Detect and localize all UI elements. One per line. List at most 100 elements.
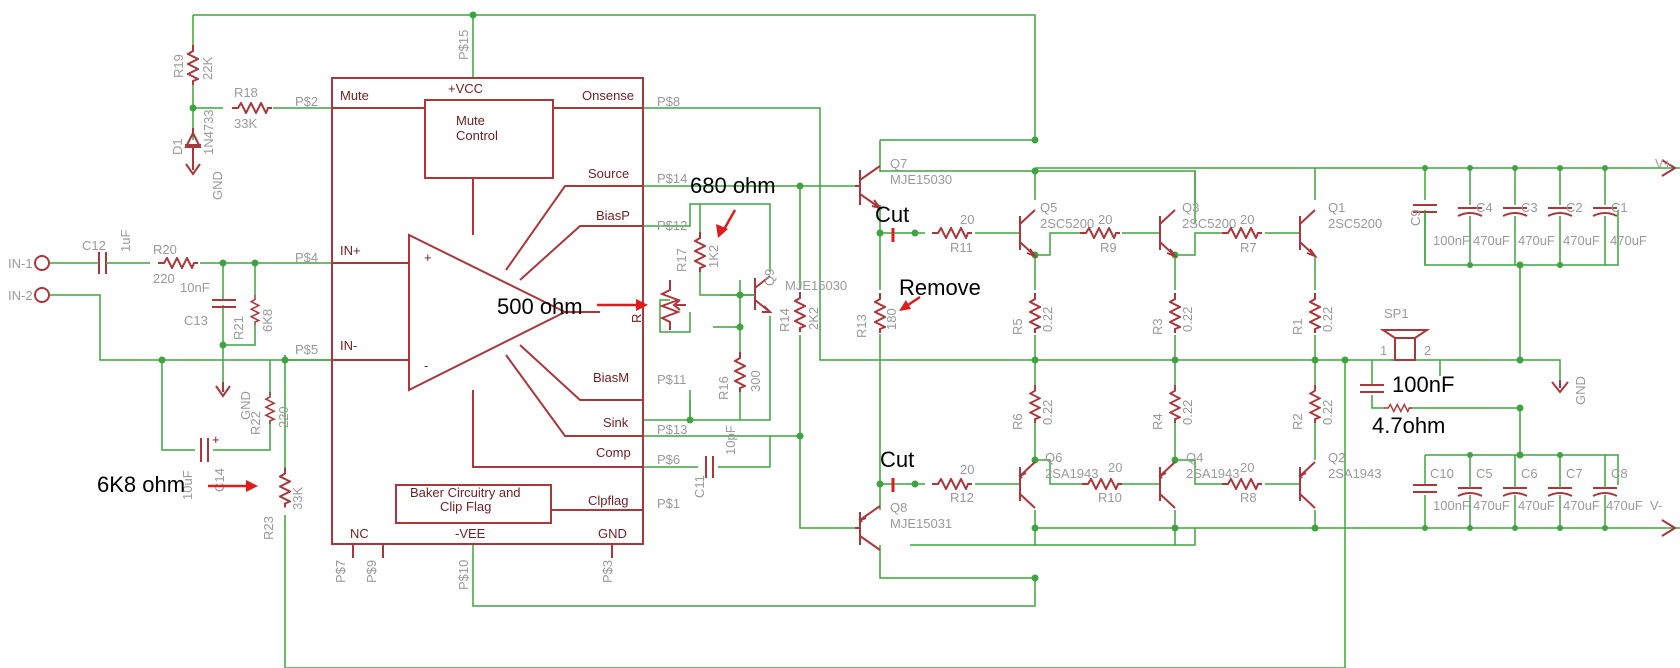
label-r22: R22: [248, 411, 263, 435]
pad-p3: P$3: [600, 560, 615, 583]
mute-network: R19 22K R18 33K D1 1N4733 GND: [170, 45, 272, 200]
label-r9: R9: [1100, 240, 1117, 255]
label-q5: Q5: [1040, 200, 1057, 215]
label-c4: C4: [1476, 200, 1493, 215]
opamp-triangle: [408, 233, 568, 392]
label-q9: Q9: [762, 269, 777, 286]
label-r5v: 0.22: [1040, 307, 1055, 332]
label-c9: C9: [1408, 209, 1423, 226]
label-r10: R10: [1098, 490, 1122, 505]
mute-control-block: [424, 99, 554, 179]
label-r6: R6: [1010, 413, 1025, 430]
pad-p10: P$10: [456, 560, 471, 590]
input-jack-1: [34, 255, 50, 271]
label-c7: C7: [1566, 466, 1583, 481]
label-r3: R3: [1150, 318, 1165, 335]
label-q8v: MJE15031: [890, 516, 952, 531]
label-r23v: 33K: [290, 487, 305, 510]
label-r19: R19: [171, 54, 186, 78]
label-r18: R18: [234, 85, 258, 100]
label-in2: IN-2: [8, 288, 33, 303]
label-c3v: 470uF: [1518, 233, 1555, 248]
label-c5: C5: [1476, 466, 1493, 481]
label-q9v: MJE15030: [785, 278, 847, 293]
label-q3v: 2SC5200: [1182, 216, 1236, 231]
pin-comp: Comp: [596, 445, 631, 460]
label-r20: R20: [153, 242, 177, 257]
label-q3: Q3: [1182, 200, 1199, 215]
label-sp-pin1: 1: [1380, 343, 1387, 358]
label-q5v: 2SC5200: [1040, 216, 1094, 231]
label-c13v: 10nF: [180, 280, 210, 295]
label-vplus: V+: [1655, 156, 1671, 171]
label-r23: R23: [261, 516, 276, 540]
annotation-remove: Remove: [899, 275, 981, 300]
label-vminus: V-: [1650, 498, 1662, 513]
label-c12v: 1uF: [118, 230, 133, 252]
pin-mute: Mute: [340, 88, 369, 103]
label-q8: Q8: [890, 500, 907, 515]
pin-vcc: +VCC: [448, 81, 483, 96]
label-r12v: 20: [960, 462, 974, 477]
baker-line1: Baker Circuitry and: [410, 485, 521, 500]
pin-onsense: Onsense: [582, 88, 634, 103]
label-c13: C13: [184, 313, 208, 328]
label-q2v: 2SA1943: [1328, 466, 1382, 481]
pad-p7: P$7: [333, 560, 348, 583]
pin-source: Source: [588, 166, 629, 181]
label-d1: D1: [170, 138, 185, 155]
label-gnd2: GND: [238, 391, 253, 420]
annotation-500-ohm: 500 ohm: [497, 294, 583, 319]
predriver-stage: Q7 MJE15030 Q8 MJE15031 R13 180 R11 20 R…: [854, 156, 974, 551]
label-c2v: 470uF: [1563, 233, 1600, 248]
label-r1v: 0.22: [1320, 307, 1335, 332]
label-r4: R4: [1150, 413, 1165, 430]
label-r3v: 0.22: [1180, 307, 1195, 332]
label-q1: Q1: [1328, 200, 1345, 215]
label-q6: Q6: [1045, 450, 1062, 465]
label-r14: R14: [777, 308, 792, 332]
label-sp1: SP1: [1384, 306, 1409, 321]
pad-p15: P$15: [456, 30, 471, 60]
label-c8: C8: [1611, 466, 1628, 481]
label-r10v: 20: [1108, 460, 1122, 475]
baker-block: [395, 484, 552, 524]
annotation-100nf: 100nF: [1392, 372, 1454, 397]
label-r7v: 20: [1240, 212, 1254, 227]
annotation-680-ohm: 680 ohm: [690, 173, 776, 198]
label-r4v: 0.22: [1180, 400, 1195, 425]
label-q2: Q2: [1328, 450, 1345, 465]
pin-inp: IN+: [340, 243, 361, 258]
label-r21v: 6K8: [260, 309, 275, 332]
annotation-cut-bottom: Cut: [880, 447, 914, 472]
annotation-6k8-ohm: 6K8 ohm: [97, 472, 185, 497]
label-r17: R17: [674, 248, 689, 272]
pad-p8: P$8: [657, 94, 680, 109]
speaker-section: SP1 1 2 GND: [1360, 306, 1588, 413]
pad-p12: P$12: [657, 218, 687, 233]
pad-p11: P$11: [657, 372, 686, 387]
svg-text:+: +: [212, 432, 220, 447]
pad-p13: P$13: [657, 422, 687, 437]
pin-nc: NC: [350, 526, 369, 541]
label-q4v: 2SA1943: [1186, 466, 1240, 481]
label-c3: C3: [1521, 200, 1538, 215]
pad-p14: P$14: [657, 171, 687, 186]
label-q4: Q4: [1186, 450, 1203, 465]
mute-control-line1: Mute: [456, 113, 485, 128]
speaker-body: [1394, 337, 1416, 361]
label-r5: R5: [1010, 318, 1025, 335]
capacitor-banks: C9 100nF C4 470uF C3 470uF C2 470uF C1 4…: [1408, 156, 1677, 537]
pin-sink: Sink: [603, 415, 629, 430]
amplifier-chip: Mute Control Baker Circuitry and Clip Fl…: [295, 30, 687, 590]
label-c10v: 100nF: [1433, 498, 1470, 513]
label-c7v: 470uF: [1563, 498, 1600, 513]
label-gnd1: GND: [210, 171, 225, 200]
pin-gnd: GND: [598, 526, 627, 541]
label-r11: R11: [950, 240, 973, 255]
pin-clipflag: Clpflag: [588, 493, 628, 508]
label-c6v: 470uF: [1518, 498, 1555, 513]
annotation-4-7ohm: 4.7ohm: [1372, 413, 1445, 438]
label-r20v: 220: [153, 271, 175, 286]
